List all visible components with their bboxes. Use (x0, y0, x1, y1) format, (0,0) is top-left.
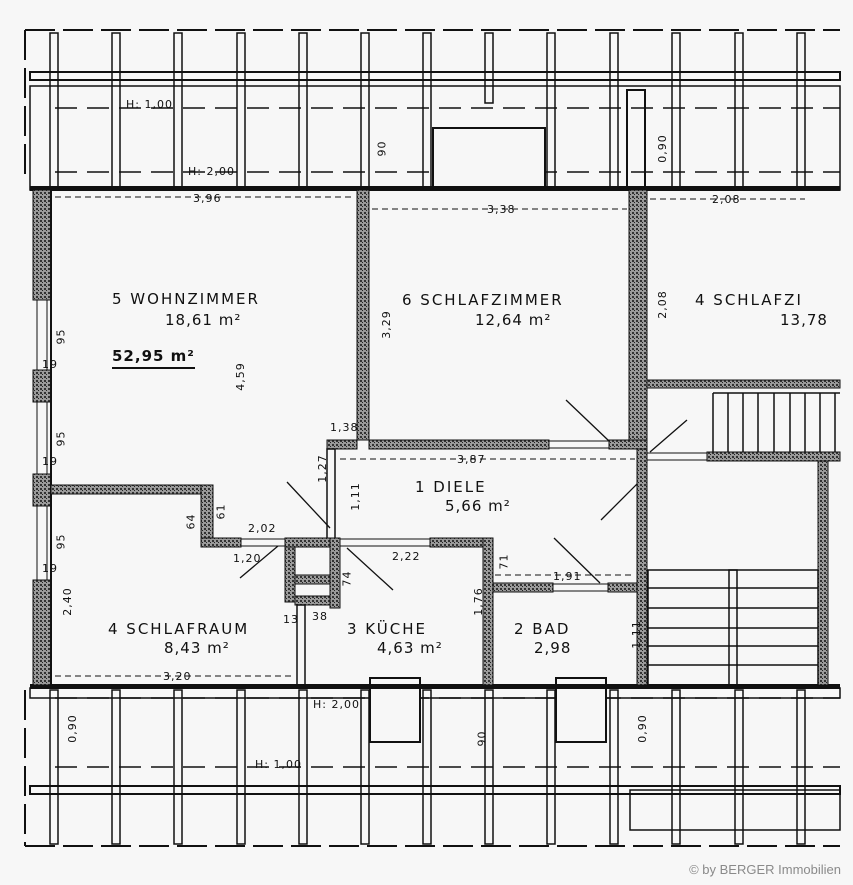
dim-kueche-width: 2,22 (392, 550, 421, 563)
room-label-schlafzimmer-4: 4 SCHLAFZI (695, 291, 803, 309)
room-label-wohnzimmer: 5 WOHNZIMMER (112, 290, 260, 308)
room-area-schlafzimmer: 12,64 m² (475, 311, 552, 329)
dim-pier-19-c: 19 (42, 562, 58, 575)
room-label-schlafraum: 4 SCHLAFRAUM (108, 620, 250, 638)
room-area-diele: 5,66 m² (445, 497, 511, 515)
dimension-lines (55, 196, 805, 677)
dim-schlafraum-notch: 2,02 (248, 522, 277, 535)
dim-wall-38: 38 (312, 610, 328, 623)
total-area: 52,95 m² (112, 347, 195, 369)
top-rail-height: H: 1,00 (126, 98, 173, 111)
bottom-beam-height: H: 2,00 (313, 698, 360, 711)
door-swings (239, 399, 688, 591)
bottom-rail-height: H: 1,00 (255, 758, 302, 771)
dim-door-schlafraum: 1,20 (233, 552, 262, 565)
dim-balcony-bottom-depth-left: 0,90 (65, 714, 79, 743)
room-label-kueche: 3 KÜCHE (347, 620, 427, 638)
bottom-balcony (24, 677, 841, 847)
dim-wohnzimmer-width: 3,96 (193, 192, 222, 205)
room-area-schlafraum: 8,43 m² (164, 639, 230, 657)
dim-pier-19-b: 19 (42, 455, 58, 468)
dim-diele-left: 1,11 (348, 482, 362, 511)
dim-notch-64: 64 (184, 513, 198, 530)
dim-window-95-c: 95 (54, 533, 68, 550)
dim-schlafzimmer-depth: 3,29 (379, 310, 393, 339)
dim-wohnzimmer-depth: 4,59 (233, 362, 247, 391)
dim-window-95-b: 95 (54, 430, 68, 447)
room-area-bad: 2,98 (534, 639, 572, 657)
dim-kueche-depth: 1,76 (471, 587, 485, 616)
dim-balcony-bottom-depth-mid: 90 (475, 730, 489, 747)
staircase (647, 392, 840, 686)
dim-schlafraum-width: 3,20 (163, 670, 192, 683)
dim-diele-71: 71 (497, 553, 511, 570)
dim-pier-19-a: 19 (42, 358, 58, 371)
dim-bad-depth: 1,11 (629, 620, 643, 649)
room-area-kueche: 4,63 m² (377, 639, 443, 657)
dim-balcony-top-depth-right: 0,90 (655, 134, 669, 163)
dim-kueche-13: 13 (283, 613, 299, 626)
dim-notch-61: 61 (214, 503, 228, 520)
walls (30, 186, 841, 689)
room-label-schlafzimmer: 6 SCHLAFZIMMER (402, 291, 564, 309)
dim-wall-138: 1,38 (330, 421, 359, 434)
dim-schlafzimmer4-width: 2,08 (712, 193, 741, 206)
dim-window-95-a: 95 (54, 328, 68, 345)
dim-kueche-74: 74 (340, 570, 354, 587)
dim-diele-width: 3,87 (457, 453, 486, 466)
room-label-diele: 1 DIELE (415, 478, 487, 496)
dim-schlafzimmer4-depth: 2,08 (655, 290, 669, 319)
dim-balcony-bottom-depth-right: 0,90 (635, 714, 649, 743)
dim-schlafraum-depth: 2,40 (60, 587, 74, 616)
room-label-bad: 2 BAD (514, 620, 571, 638)
room-area-schlafzimmer-4: 13,78 (780, 311, 828, 329)
room-area-wohnzimmer: 18,61 m² (165, 311, 242, 329)
dim-balcony-top-depth: 90 (375, 140, 389, 157)
dim-diele-door: 1,27 (315, 454, 329, 483)
copyright-notice: © by BERGER Immobilien (689, 862, 841, 877)
top-beam-height: H: 2,00 (188, 165, 235, 178)
dim-schlafzimmer-width: 3,38 (487, 203, 516, 216)
dim-bad-width: 1,91 (553, 570, 582, 583)
